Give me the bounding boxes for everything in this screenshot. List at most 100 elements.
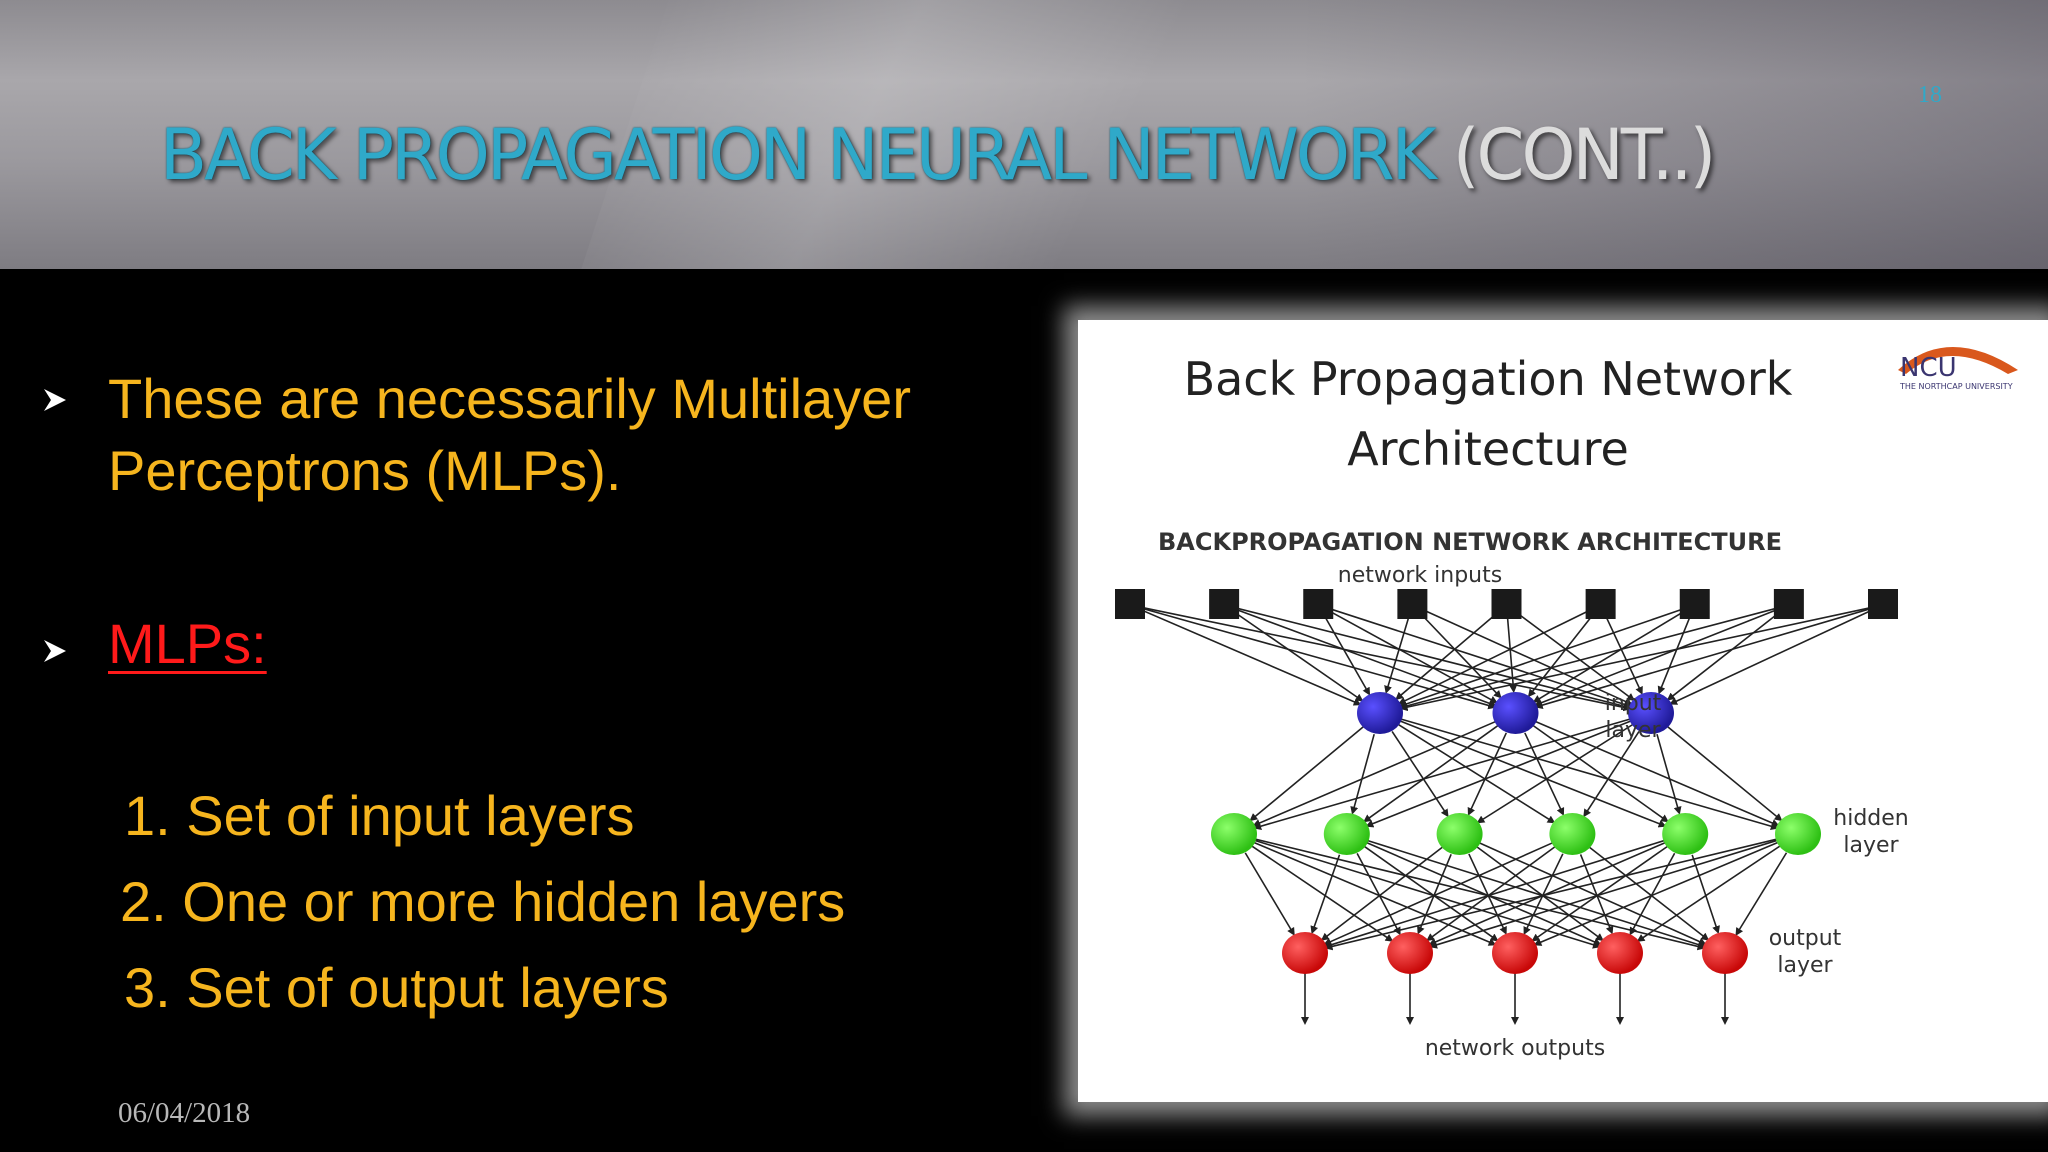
connection-arrow bbox=[1398, 724, 1556, 824]
figure-title: Back Propagation Network Architecture bbox=[1078, 344, 1898, 484]
list-item: 3. Set of output layers bbox=[124, 956, 669, 1019]
connection-arrow bbox=[1320, 846, 1443, 941]
connection-arrow bbox=[1236, 609, 1497, 708]
arrow-bullet-icon bbox=[44, 640, 66, 662]
connection-arrow bbox=[1395, 613, 1497, 701]
connection-arrow bbox=[1249, 726, 1364, 822]
connection-arrow bbox=[1656, 733, 1682, 815]
connection-arrow bbox=[1524, 732, 1565, 816]
connection-arrow bbox=[1143, 607, 1632, 712]
connection-arrow bbox=[1735, 852, 1788, 936]
input-layer-node bbox=[1357, 692, 1403, 734]
output-layer-node bbox=[1282, 932, 1328, 974]
connection-arrows bbox=[1142, 607, 1871, 1025]
connection-arrow bbox=[1331, 608, 1632, 709]
network-nodes bbox=[1115, 589, 1898, 974]
connection-arrow bbox=[1532, 725, 1669, 823]
connection-arrow bbox=[1629, 852, 1676, 936]
connection-arrow bbox=[1517, 612, 1635, 702]
connection-arrow bbox=[1330, 611, 1498, 704]
input-layer-label-line-1: input bbox=[1605, 691, 1662, 716]
network-input-node bbox=[1679, 589, 1710, 619]
network-input-node bbox=[1209, 589, 1240, 619]
connection-arrow bbox=[1398, 608, 1682, 708]
connection-arrow bbox=[1350, 734, 1375, 815]
connection-arrow bbox=[1583, 731, 1640, 818]
connection-arrow bbox=[1666, 613, 1779, 701]
connection-arrow bbox=[1523, 853, 1564, 935]
network-input-node bbox=[1773, 589, 1804, 619]
connection-arrow bbox=[1467, 732, 1507, 816]
bullet-1-text: These are necessarily Multilayer Percept… bbox=[108, 363, 911, 507]
connection-arrow bbox=[1310, 854, 1341, 935]
list-item: 1. Set of input layers bbox=[124, 784, 635, 847]
connection-arrow bbox=[1531, 845, 1668, 942]
date-footer: 06/04/2018 bbox=[118, 1097, 251, 1129]
connection-arrow bbox=[1533, 841, 1779, 946]
logo-arc-icon bbox=[1898, 347, 2018, 374]
output-layer-node bbox=[1492, 932, 1538, 974]
hidden-layer-label-line-1: hidden bbox=[1833, 806, 1908, 831]
connection-arrow bbox=[1323, 842, 1553, 946]
connection-arrow bbox=[1324, 838, 1777, 951]
connection-arrow bbox=[1363, 725, 1499, 823]
hidden-layer-node bbox=[1323, 813, 1370, 855]
input-layer-node bbox=[1628, 692, 1674, 734]
connection-arrow bbox=[1324, 839, 1665, 949]
network-input-node bbox=[1585, 589, 1616, 619]
bullet-1-line-2: Perceptrons (MLPs). bbox=[108, 439, 622, 502]
connection-arrow bbox=[1424, 610, 1633, 706]
connection-arrow bbox=[1399, 607, 1776, 710]
connection-arrow bbox=[1400, 720, 1667, 828]
connection-arrow bbox=[1235, 612, 1364, 702]
connection-arrow bbox=[1657, 617, 1691, 695]
hidden-layer-node bbox=[1775, 813, 1821, 855]
output-layer-label-line-1: output bbox=[1769, 926, 1842, 951]
connection-arrow bbox=[1142, 609, 1362, 706]
connection-arrow bbox=[1636, 845, 1781, 942]
header-shade bbox=[1300, 0, 2048, 269]
connection-arrow bbox=[1400, 718, 1779, 831]
slide-header: BACK PROPAGATION NEURAL NETWORK (CONT..)… bbox=[0, 0, 2048, 269]
connection-arrow bbox=[1534, 608, 1870, 709]
hidden-layer-node bbox=[1549, 813, 1596, 855]
connection-arrow bbox=[1237, 607, 1632, 711]
connection-arrow bbox=[1479, 842, 1707, 946]
connection-arrow bbox=[1252, 720, 1496, 827]
network-input-node bbox=[1303, 589, 1334, 619]
figure-title-line-2: Architecture bbox=[1347, 422, 1629, 476]
network-input-node bbox=[1397, 589, 1428, 619]
connection-arrow bbox=[1417, 853, 1452, 935]
connection-arrow bbox=[1605, 617, 1643, 695]
mlps-heading: MLPs: bbox=[108, 612, 267, 675]
hidden-layer-node bbox=[1211, 813, 1257, 855]
figure-title-line-1: Back Propagation Network bbox=[1183, 352, 1793, 406]
connection-arrow bbox=[1421, 614, 1502, 699]
connection-arrow bbox=[1254, 839, 1601, 949]
connection-arrow bbox=[1532, 611, 1684, 703]
connection-arrow bbox=[1669, 610, 1871, 705]
connection-arrow bbox=[1397, 610, 1589, 705]
connection-arrow bbox=[1534, 609, 1777, 707]
connection-arrow bbox=[1253, 841, 1497, 946]
network-input-node bbox=[1115, 589, 1145, 619]
network-inputs-label: network inputs bbox=[1338, 563, 1502, 588]
connection-arrow bbox=[1143, 608, 1497, 710]
page-number: 18 bbox=[1918, 82, 1942, 108]
arrow-bullet-icon bbox=[44, 389, 66, 411]
connection-arrow bbox=[1366, 842, 1602, 946]
hidden-layer-label-line-2: layer bbox=[1843, 833, 1899, 858]
connection-arrow bbox=[1589, 846, 1710, 941]
connection-arrow bbox=[1428, 841, 1666, 946]
connection-arrow bbox=[1365, 720, 1631, 828]
university-logo: NCU THE NORTHCAP UNIVERSITY bbox=[1898, 340, 2018, 391]
hidden-layer-node bbox=[1662, 813, 1709, 855]
hidden-layer-node bbox=[1436, 813, 1483, 855]
output-layer-node bbox=[1597, 932, 1643, 974]
connection-arrow bbox=[1667, 726, 1783, 822]
network-diagram: BACKPROPAGATION NETWORK ARCHITECTURE net… bbox=[1115, 528, 1909, 1061]
connection-arrow bbox=[1468, 853, 1507, 935]
network-outputs-label: network outputs bbox=[1425, 1036, 1605, 1061]
connection-arrow bbox=[1691, 854, 1720, 935]
